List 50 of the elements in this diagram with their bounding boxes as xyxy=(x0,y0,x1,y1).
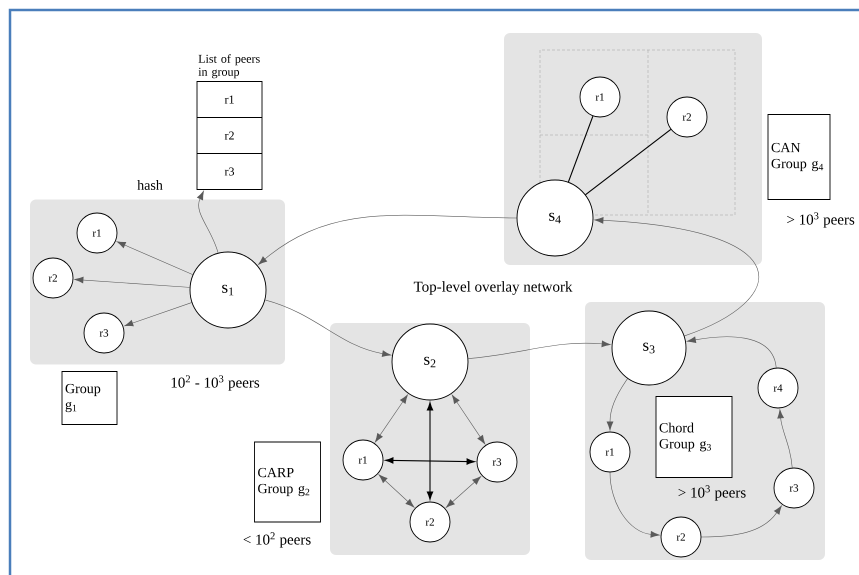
peer-node: r2 xyxy=(660,516,702,558)
server-node: s$_{3}$ xyxy=(612,310,686,386)
peer-node: r1 xyxy=(580,76,620,118)
arrow xyxy=(258,214,517,265)
server-node: s$_{1}$ xyxy=(190,252,266,328)
table-cell: r3 xyxy=(224,167,234,176)
peer-count: 10$^{2}$ - 10$^{3}$ peers xyxy=(172,375,260,391)
peer-node: r3 xyxy=(84,312,124,354)
peer-node: r2 xyxy=(410,502,450,542)
list-heading: List of peers in group xyxy=(198,54,260,78)
peer-node: r2 xyxy=(32,258,74,298)
arrow xyxy=(385,457,475,465)
arrow xyxy=(197,190,218,254)
group-label-box: CAN Group g$_{4}$ xyxy=(768,114,830,200)
group-label-box: Chord Group g$_{3}$ xyxy=(656,396,732,478)
peer-list-table xyxy=(196,54,262,190)
table-cell: r2 xyxy=(224,132,234,140)
arrow xyxy=(378,474,414,508)
group-label-box: CARP Group g$_{2}$ xyxy=(254,442,321,522)
arrow xyxy=(701,506,782,538)
group-label-box: Group g$_{1}$ xyxy=(62,371,118,425)
arrow xyxy=(74,276,190,288)
arrow xyxy=(375,394,408,442)
arrow xyxy=(686,336,777,368)
peer-node: r4 xyxy=(758,368,798,408)
arrow xyxy=(426,402,434,500)
peer-node: r3 xyxy=(476,442,518,482)
peer-node: r2 xyxy=(666,96,708,138)
server-node: s$_{4}$ xyxy=(516,180,594,256)
arrow xyxy=(610,472,660,538)
arrow xyxy=(594,217,759,336)
peer-node: r1 xyxy=(342,440,384,480)
peer-count: > 10$^{3}$ peers xyxy=(678,485,746,501)
server-node: s$_{2}$ xyxy=(392,324,468,400)
table-cell: r1 xyxy=(224,96,234,104)
arrow xyxy=(606,378,628,431)
peer-count: > 10$^{3}$ peers xyxy=(787,212,854,228)
peer-node: r1 xyxy=(76,212,118,254)
peer-node: r1 xyxy=(590,432,630,472)
arrow xyxy=(446,476,482,508)
arrow xyxy=(468,340,611,359)
arrow xyxy=(777,409,793,468)
arrow xyxy=(264,300,392,357)
peer-count: < 10$^{2}$ peers xyxy=(244,532,311,548)
arrow xyxy=(116,241,194,275)
peer-node: r3 xyxy=(774,468,814,508)
edge-label: hash xyxy=(136,179,164,191)
arrow xyxy=(124,302,192,326)
arrow xyxy=(452,394,486,444)
network-label: Top-level overlay network xyxy=(414,281,572,295)
